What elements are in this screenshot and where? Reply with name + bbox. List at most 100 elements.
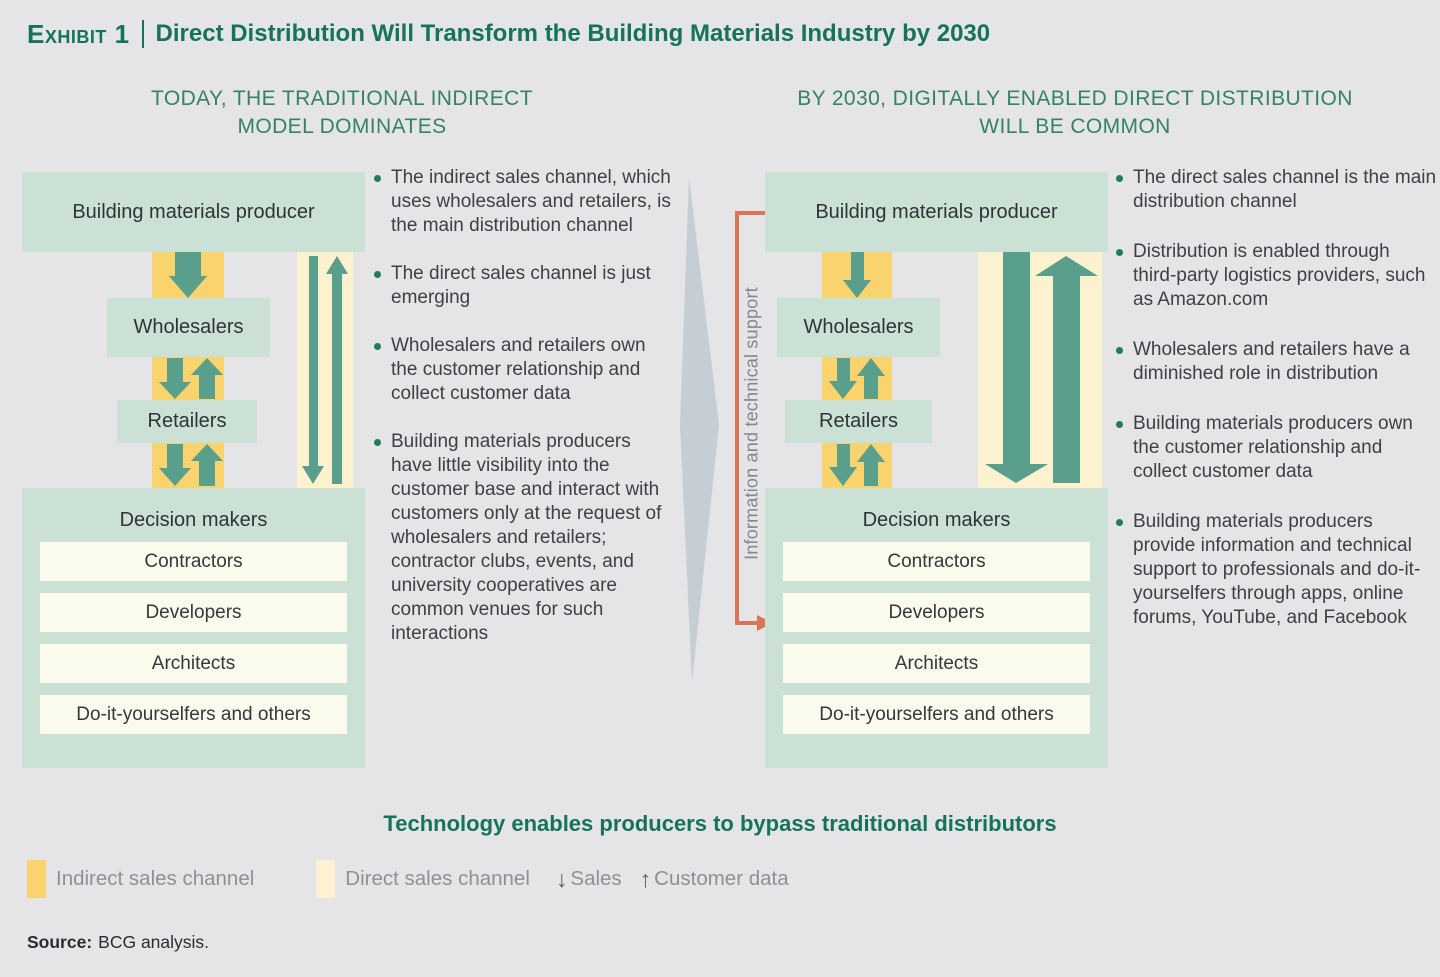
bullet-text: Building materials producers own the cus… [1133, 413, 1413, 482]
left-diagram: Building materials producer Wholesalers … [22, 172, 365, 768]
bullet-item: Distribution is enabled through third-pa… [1116, 240, 1438, 312]
sales-down-arrow-icon [829, 358, 857, 399]
left-direct-channel-band [297, 252, 353, 488]
source-line: Source:BCG analysis. [27, 932, 209, 953]
source-label: Source: [27, 932, 93, 952]
bullet-item: Building materials producers own the cus… [1116, 412, 1438, 484]
left-bullet-list: The indirect sales channel, which uses w… [374, 166, 672, 646]
bullet-item: The direct sales channel is just emergin… [374, 262, 672, 310]
bullet-item: Building materials producers have little… [374, 430, 672, 646]
information-support-label: Information and technical support [741, 287, 762, 560]
direct-channel-swatch-icon [316, 860, 336, 898]
bullet-dot-icon [1116, 347, 1123, 354]
bullet-dot-icon [1116, 519, 1123, 526]
connector-path [735, 211, 765, 625]
bullet-item: Building materials producers provide inf… [1116, 510, 1438, 630]
right-producer-label: Building materials producer [815, 200, 1058, 223]
sales-down-arrow-icon [829, 444, 857, 486]
bullet-dot-icon [374, 175, 381, 182]
title-divider [141, 20, 144, 48]
indirect-channel-swatch-icon [27, 860, 46, 898]
sales-down-arrow-icon: ↓ [555, 865, 568, 892]
exhibit-number-label: Exhibit 1 [27, 19, 130, 49]
right-heading-line1: BY 2030, DIGITALLY ENABLED DIRECT DISTRI… [797, 87, 1353, 110]
customer-data-up-arrow-icon [857, 358, 885, 399]
left-wholesalers-label: Wholesalers [133, 316, 244, 338]
bullet-dot-icon [374, 343, 381, 350]
direct-customer-data-up-arrow-icon [326, 256, 348, 484]
direct-sales-down-arrow-icon [302, 256, 324, 484]
bullet-text: Distribution is enabled through third-pa… [1133, 241, 1426, 310]
bullet-text: Wholesalers and retailers have a diminis… [1133, 339, 1410, 384]
right-decision-makers-box: Decision makers Contractors Developers A… [765, 488, 1108, 768]
right-wholesalers-label: Wholesalers [803, 316, 914, 338]
bullet-dot-icon [1116, 421, 1123, 428]
decision-row-diy: Do-it-yourselfers and others [40, 695, 347, 734]
transition-chevron-icon [680, 177, 719, 682]
decision-row-contractors: Contractors [40, 542, 347, 581]
right-flow-layer [822, 252, 1102, 488]
decision-row-developers: Developers [40, 593, 347, 632]
legend-item-direct: Direct sales channel [316, 860, 530, 898]
right-retailers-box: Retailers [785, 400, 932, 443]
left-decision-makers-title: Decision makers [119, 508, 268, 531]
left-producer-label: Building materials producer [72, 200, 315, 223]
legend-sales-label: Sales [570, 867, 622, 890]
decision-row-contractors: Contractors [783, 542, 1090, 581]
customer-data-up-arrow-icon [191, 444, 223, 486]
bullet-text: The direct sales channel is the main dis… [1133, 167, 1437, 212]
bullet-dot-icon [374, 439, 381, 446]
left-heading-line2: MODEL DOMINATES [237, 115, 447, 138]
exhibit-header: Exhibit 1 Direct Distribution Will Trans… [27, 19, 990, 49]
right-retailers-label: Retailers [819, 410, 898, 432]
left-flow-layer [152, 252, 353, 488]
source-text: BCG analysis. [98, 932, 210, 952]
decision-row-architects: Architects [40, 644, 347, 683]
legend-bar: Indirect sales channel Direct sales chan… [27, 860, 789, 898]
legend-direct-label: Direct sales channel [345, 867, 530, 890]
bullet-text: Building materials producers have little… [391, 431, 662, 644]
left-decision-makers-list: Contractors Developers Architects Do-it-… [22, 536, 365, 734]
tagline: Technology enables producers to bypass t… [383, 811, 1057, 836]
bullet-item: The direct sales channel is the main dis… [1116, 166, 1438, 214]
legend-customer-label: Customer data [654, 867, 789, 890]
legend-item-indirect: Indirect sales channel [27, 860, 254, 898]
bullet-text: Building materials producers provide inf… [1133, 511, 1421, 628]
right-column-heading: BY 2030, DIGITALLY ENABLED DIRECT DISTRI… [740, 85, 1410, 141]
left-retailers-label: Retailers [147, 410, 227, 432]
bullet-item: Wholesalers and retailers own the custom… [374, 334, 672, 406]
bullet-item: The indirect sales channel, which uses w… [374, 166, 672, 238]
legend-item-customer-data: ↑ Customer data [640, 867, 789, 891]
sales-down-arrow-icon [159, 358, 191, 399]
legend-item-sales: ↓ Sales [556, 867, 622, 891]
right-decision-makers-list: Contractors Developers Architects Do-it-… [765, 536, 1108, 734]
sales-down-arrow-icon [843, 252, 871, 298]
page-title: Direct Distribution Will Transform the B… [155, 20, 991, 47]
legend-indirect-label: Indirect sales channel [56, 867, 255, 890]
right-bullet-list: The direct sales channel is the main dis… [1116, 166, 1438, 630]
customer-data-up-arrow-icon [191, 358, 223, 399]
bullet-dot-icon [1116, 175, 1123, 182]
right-diagram: Building materials producer Wholesalers … [765, 172, 1108, 768]
sales-down-arrow-icon [159, 444, 191, 486]
right-direct-channel-band [978, 252, 1102, 488]
bullet-dot-icon [374, 271, 381, 278]
decision-row-architects: Architects [783, 644, 1090, 683]
left-decision-makers-box: Decision makers Contractors Developers A… [22, 488, 365, 768]
customer-data-up-arrow-icon [857, 444, 885, 486]
left-producer-box: Building materials producer [22, 172, 365, 252]
left-column-heading: TODAY, THE TRADITIONAL INDIRECT MODEL DO… [22, 85, 662, 141]
bullet-item: Wholesalers and retailers have a diminis… [1116, 338, 1438, 386]
bullet-text: The indirect sales channel, which uses w… [391, 167, 671, 236]
right-decision-makers-title: Decision makers [862, 508, 1011, 531]
decision-row-developers: Developers [783, 593, 1090, 632]
right-producer-box: Building materials producer [765, 172, 1108, 252]
right-wholesalers-box: Wholesalers [777, 298, 940, 357]
bullet-dot-icon [1116, 249, 1123, 256]
decision-row-diy: Do-it-yourselfers and others [783, 695, 1090, 734]
left-heading-line1: TODAY, THE TRADITIONAL INDIRECT [151, 87, 533, 110]
right-heading-line2: WILL BE COMMON [979, 115, 1171, 138]
bullet-text: The direct sales channel is just emergin… [391, 263, 651, 308]
chevron-shape [680, 177, 719, 682]
